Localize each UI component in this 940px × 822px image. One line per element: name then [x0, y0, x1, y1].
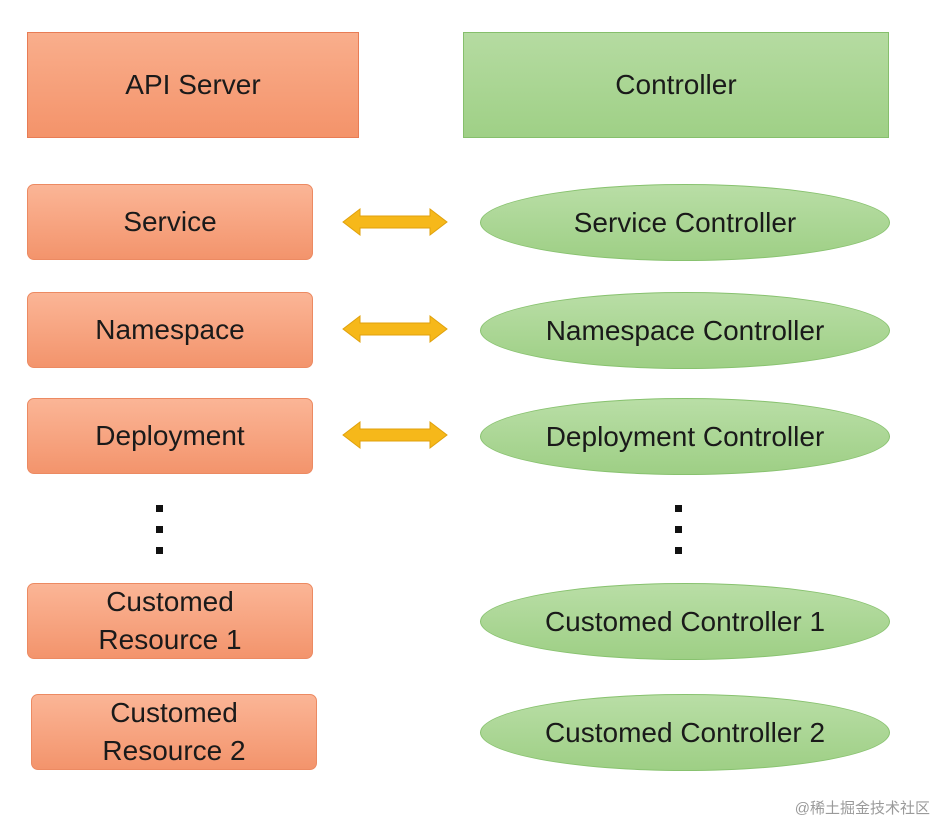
resource-customed-2: Customed Resource 2 — [31, 694, 317, 770]
resource-label: Customed Resource 2 — [102, 697, 246, 766]
controller-customed-1: Customed Controller 1 — [480, 583, 890, 660]
double-arrow-icon — [342, 420, 448, 450]
resource-deployment: Deployment — [27, 398, 313, 474]
controller-label: Deployment Controller — [545, 420, 825, 452]
api-server-header: API Server — [27, 32, 359, 138]
controller-title: Controller — [615, 69, 737, 100]
controller-label: Namespace Controller — [545, 314, 825, 346]
double-arrow-icon — [342, 207, 448, 237]
controller-header: Controller — [463, 32, 889, 138]
double-arrow-icon — [342, 314, 448, 344]
controller-customed-2: Customed Controller 2 — [480, 694, 890, 771]
resource-namespace: Namespace — [27, 292, 313, 368]
controller-label: Customed Controller 1 — [544, 605, 826, 637]
resource-label: Deployment — [95, 420, 245, 451]
resource-label: Customed Resource 1 — [98, 586, 242, 655]
resource-service: Service — [27, 184, 313, 260]
controller-namespace: Namespace Controller — [480, 292, 890, 369]
controller-label: Customed Controller 2 — [544, 716, 826, 748]
api-server-title: API Server — [125, 69, 261, 100]
resource-label: Namespace — [95, 314, 245, 345]
controller-service: Service Controller — [480, 184, 890, 261]
vertical-ellipsis-icon — [675, 505, 683, 557]
vertical-ellipsis-icon — [156, 505, 164, 557]
resource-label: Service — [123, 206, 217, 237]
controller-deployment: Deployment Controller — [480, 398, 890, 475]
resource-customed-1: Customed Resource 1 — [27, 583, 313, 659]
controller-label: Service Controller — [573, 206, 797, 238]
watermark: @稀土掘金技术社区 — [794, 800, 930, 817]
